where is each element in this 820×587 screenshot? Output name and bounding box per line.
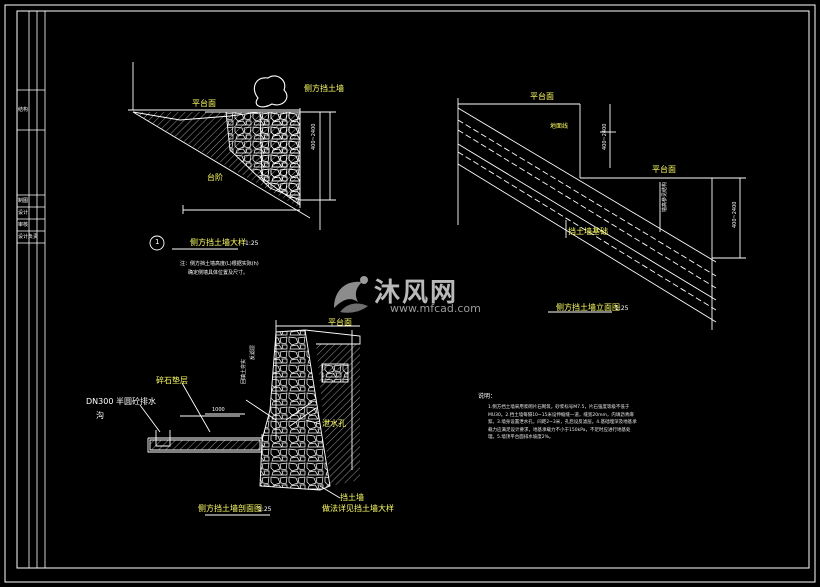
section-b-dim-lower: 400~2400 xyxy=(732,201,738,228)
section-a-note-2: 确定侧墙具体位置及尺寸。 xyxy=(188,270,249,276)
section-a-height-dim: 400~2400 xyxy=(311,123,317,150)
section-a-platform-label: 平台面 xyxy=(192,99,216,108)
title-block-row-4: 审核 xyxy=(18,222,29,228)
section-c-title: 侧方挡土墙剖面图 xyxy=(198,504,262,513)
section-c-foundation-label: 做法详见挡土墙大样 xyxy=(322,504,394,513)
notes-heading: 说明： xyxy=(478,393,497,400)
section-c-scale: 1:25 xyxy=(258,506,272,513)
section-a-title: 侧方挡土墙大样 xyxy=(190,238,246,247)
title-block-row-2: 制图 xyxy=(18,198,29,204)
section-b-wall-height-label: 墙高参见结构 xyxy=(662,181,668,212)
section-a-wall-label: 侧方挡土墙 xyxy=(304,84,344,93)
section-c-backfill-label: 反滤层 xyxy=(250,344,256,360)
outer-border xyxy=(4,4,816,583)
watermark: 沐风网 www.mfcad.com xyxy=(328,270,498,320)
section-b xyxy=(457,98,746,330)
section-a-scale: 1:25 xyxy=(245,240,259,247)
title-block-row-3: 设计 xyxy=(18,210,29,216)
section-a-note-1: 注：侧方挡土墙高度(L)根据实际(h) xyxy=(180,261,259,267)
section-c-drain-label: 泄水孔 xyxy=(322,419,346,428)
notes-text: 1.侧方挡土墙采用浆砌片石砌筑，砂浆标号M7.5，片石强度等级不低于MU30。2… xyxy=(488,405,637,440)
section-a-step-label: 台阶 xyxy=(207,173,223,182)
section-b-wall-base-label: 挡土墙基础 xyxy=(568,227,608,236)
section-c-dim-1: 1000 xyxy=(212,407,225,413)
title-block-row-1: 结构 xyxy=(18,107,29,113)
watermark-url: www.mfcad.com xyxy=(390,302,481,315)
section-b-ground-label: 地面线 xyxy=(550,123,569,130)
section-c-pipe-label: DN300 半圆砼排水 xyxy=(86,397,156,406)
section-c-wall-label: 挡土墙 xyxy=(340,493,364,502)
title-block xyxy=(17,11,46,568)
section-c-gravel-label: 碎石垫层 xyxy=(156,376,188,385)
watermark-logo-icon xyxy=(334,276,368,313)
title-block-row-5: 设计负责 xyxy=(18,234,39,240)
section-b-scale: 1:25 xyxy=(615,305,629,312)
section-c-platform-label: 平台面 xyxy=(328,318,352,327)
section-b-dim-upper: 400~2400 xyxy=(602,123,608,150)
section-c-pipe-label-2: 沟 xyxy=(96,411,104,420)
inner-border xyxy=(16,10,810,569)
section-b-platform-top-label: 平台面 xyxy=(530,92,554,101)
section-c-fill-label: 回填土夯实 xyxy=(241,358,247,384)
section-b-title: 侧方挡土墙立面图 xyxy=(556,303,620,312)
watermark-cn: 沐风网 xyxy=(374,278,459,308)
section-c xyxy=(139,320,361,516)
section-a-index-number: 1 xyxy=(155,238,160,246)
section-b-platform-mid-label: 平台面 xyxy=(652,165,676,174)
section-a xyxy=(128,62,336,251)
